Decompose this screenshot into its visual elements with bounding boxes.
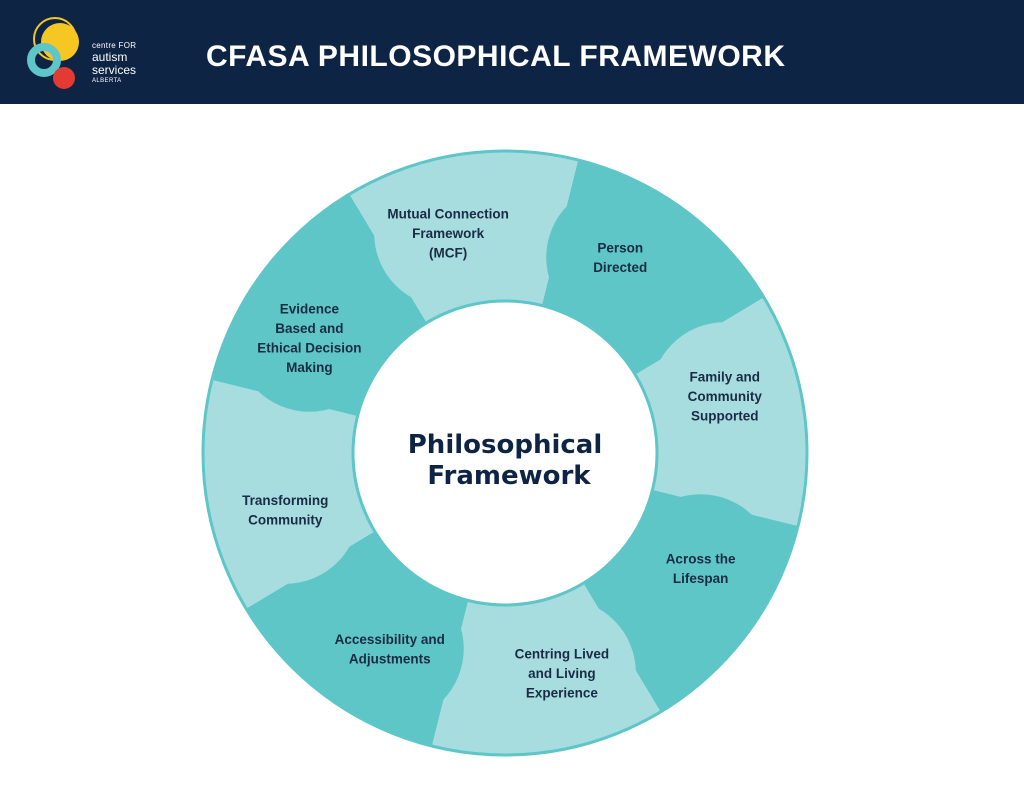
cfasa-logo — [27, 17, 79, 89]
segment-lobe-6 — [211, 435, 360, 584]
wheel-segments — [203, 151, 807, 755]
segment-lobe-1 — [546, 183, 695, 332]
logo-teal-ring — [27, 43, 61, 77]
segment-label-2-line-1: Family and — [690, 370, 761, 385]
wheel-outline — [201, 149, 809, 757]
segment-lobe-2 — [650, 322, 799, 471]
segment-lobe-7 — [235, 263, 384, 412]
segment-lobe-5 — [315, 574, 464, 723]
center-title-line-1: Philosophical — [408, 430, 603, 460]
center-title-line-2: Framework — [427, 461, 591, 491]
logo-red-circle — [53, 67, 75, 89]
wheel-center-disc — [351, 299, 659, 607]
logo-line-4: ALBERTA — [92, 78, 122, 84]
segment-label-7-line-4: Making — [286, 360, 333, 375]
segment-label-7-line-3: Ethical Decision — [257, 341, 361, 356]
logo-line-2: autism — [92, 50, 128, 64]
segment-label-2-line-2: Community — [688, 389, 763, 404]
segment-label-5-line-2: Adjustments — [349, 651, 431, 666]
segment-lobe-4 — [487, 598, 636, 747]
logo-line-1: centre FOR — [92, 41, 137, 50]
logo-line-3: services — [92, 63, 137, 77]
segment-label-3-line-1: Across the — [666, 551, 736, 566]
header-bar: centre FOR autism services ALBERTA CFASA… — [0, 0, 1024, 104]
logo-wordmark: centre FOR autism services ALBERTA — [92, 41, 137, 85]
segment-label-7-line-2: Based and — [275, 321, 343, 336]
segment-label-4-line-1: Centring Lived — [515, 646, 610, 661]
page-title: CFASA PHILOSOPHICAL FRAMEWORK — [206, 40, 786, 73]
segment-label-8-line-2: Framework — [412, 226, 485, 241]
segment-label-2-line-3: Supported — [691, 409, 759, 424]
segment-label-5-line-1: Accessibility and — [335, 632, 445, 647]
segment-label-4-line-2: and Living — [528, 666, 596, 681]
segment-lobe-8 — [374, 159, 523, 308]
segment-label-6-line-1: Transforming — [242, 493, 328, 508]
segment-label-8-line-3: (MCF) — [429, 246, 467, 261]
segment-label-8-line-1: Mutual Connection — [387, 207, 509, 222]
segment-lobe-3 — [626, 494, 775, 643]
segment-label-6-line-2: Community — [248, 513, 323, 528]
segment-label-7-line-1: Evidence — [280, 302, 340, 317]
segment-label-4-line-3: Experience — [526, 685, 599, 700]
segment-label-3-line-2: Lifespan — [673, 571, 729, 586]
segment-label-1-line-1: Person — [597, 241, 643, 256]
segment-label-1-line-2: Directed — [593, 260, 647, 275]
